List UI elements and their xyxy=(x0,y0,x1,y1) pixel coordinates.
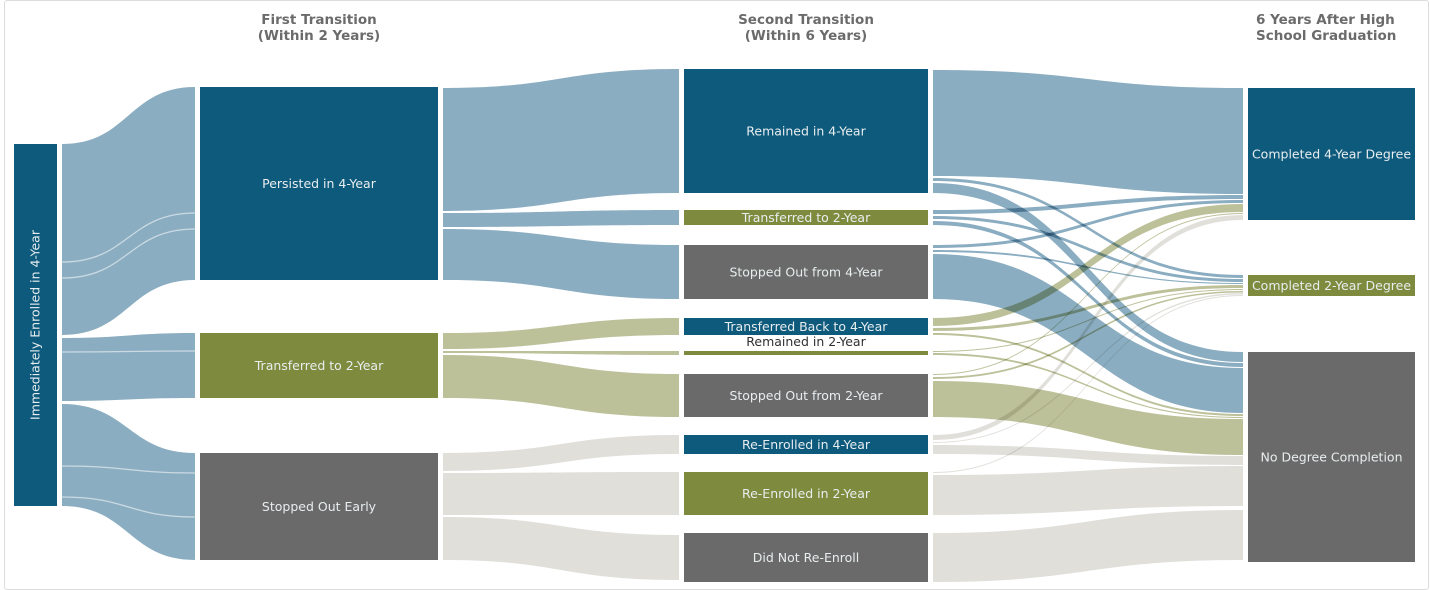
flow-transfer2_first-to-remained2[interactable] xyxy=(443,351,679,355)
node-stopped_early[interactable] xyxy=(200,453,438,560)
flow-transfer2_first-to-stoppedout2[interactable] xyxy=(443,355,679,417)
flow-stoppedout2-to-comp4[interactable] xyxy=(933,213,1243,375)
flow-start-to-stopped_early[interactable] xyxy=(62,404,195,560)
flow-transfer2_second-to-comp4[interactable] xyxy=(933,195,1243,214)
flow-remained2-to-comp2[interactable] xyxy=(933,289,1243,352)
flow-remained2-to-nodegree[interactable] xyxy=(933,353,1243,418)
flow-didnot-to-nodegree[interactable] xyxy=(933,510,1243,582)
flow-stopped_early-to-reenrolled2[interactable] xyxy=(443,472,679,515)
node-transfer2_first[interactable] xyxy=(200,333,438,398)
flow-transback4-to-comp4[interactable] xyxy=(933,204,1243,326)
flow-reenrolled4-to-comp4[interactable] xyxy=(933,215,1243,440)
flow-transfer2_first-to-transback4[interactable] xyxy=(443,318,679,349)
flow-remained4-to-comp2[interactable] xyxy=(933,178,1243,278)
flow-reenrolled4-to-comp2[interactable] xyxy=(933,293,1243,443)
flow-remained4-to-nodegree[interactable] xyxy=(933,183,1243,362)
node-didnot[interactable] xyxy=(684,533,928,582)
flow-transfer2_second-to-comp2[interactable] xyxy=(933,216,1243,282)
header-line: Second Transition xyxy=(738,12,874,28)
flow-transback4-to-nodegree[interactable] xyxy=(933,333,1243,416)
node-stoppedout2[interactable] xyxy=(684,374,928,417)
header-line: (Within 6 Years) xyxy=(744,28,868,44)
flow-reenrolled2-to-nodegree[interactable] xyxy=(933,466,1243,515)
flow-start-to-persisted4[interactable] xyxy=(62,87,195,335)
flow-stoppedout4-to-nodegree[interactable] xyxy=(933,254,1243,413)
node-persisted4[interactable] xyxy=(200,87,438,280)
flow-stopped_early-to-didnot[interactable] xyxy=(443,517,679,580)
header-line: (Within 2 Years) xyxy=(257,28,381,44)
flow-stoppedout4-to-comp4[interactable] xyxy=(933,200,1243,248)
header-line: 6 Years After High xyxy=(1256,12,1395,28)
flow-stoppedout2-to-nodegree[interactable] xyxy=(933,381,1243,455)
flow-transback4-to-comp2[interactable] xyxy=(933,285,1243,331)
header-line: First Transition xyxy=(261,12,377,28)
node-remained4[interactable] xyxy=(684,69,928,193)
header-line: School Graduation xyxy=(1256,28,1397,44)
node-reenrolled2[interactable] xyxy=(684,472,928,515)
node-stoppedout4[interactable] xyxy=(684,245,928,299)
node-reenrolled4[interactable] xyxy=(684,435,928,454)
flow-reenrolled2-to-comp2[interactable] xyxy=(933,295,1243,473)
node-transfer2_second[interactable] xyxy=(684,210,928,225)
flow-persisted4-to-transfer2_second[interactable] xyxy=(443,210,679,227)
flow-persisted4-to-remained4[interactable] xyxy=(443,69,679,211)
node-label-remained2: Remained in 2-Year xyxy=(746,334,866,349)
node-start[interactable] xyxy=(14,144,57,506)
flow-start-to-transfer2_first[interactable] xyxy=(62,333,195,401)
flow-reenrolled4-to-nodegree[interactable] xyxy=(933,445,1243,465)
column-header-six-years-after: 6 Years After High School Graduation xyxy=(1256,12,1396,44)
node-comp4[interactable] xyxy=(1248,88,1415,220)
node-remained2[interactable] xyxy=(684,351,928,355)
flow-remained4-to-comp4[interactable] xyxy=(933,70,1243,194)
flow-stoppedout4-to-comp2[interactable] xyxy=(933,250,1243,284)
node-transback4[interactable] xyxy=(684,318,928,335)
flow-stoppedout2-to-comp2[interactable] xyxy=(933,291,1243,379)
flow-persisted4-to-stoppedout4[interactable] xyxy=(443,229,679,299)
flow-stopped_early-to-reenrolled4[interactable] xyxy=(443,435,679,471)
column-header-first-transition: First Transition (Within 2 Years) xyxy=(258,12,380,44)
node-comp2[interactable] xyxy=(1248,275,1415,296)
node-nodegree[interactable] xyxy=(1248,352,1415,562)
column-header-second-transition: Second Transition (Within 6 Years) xyxy=(738,12,874,44)
